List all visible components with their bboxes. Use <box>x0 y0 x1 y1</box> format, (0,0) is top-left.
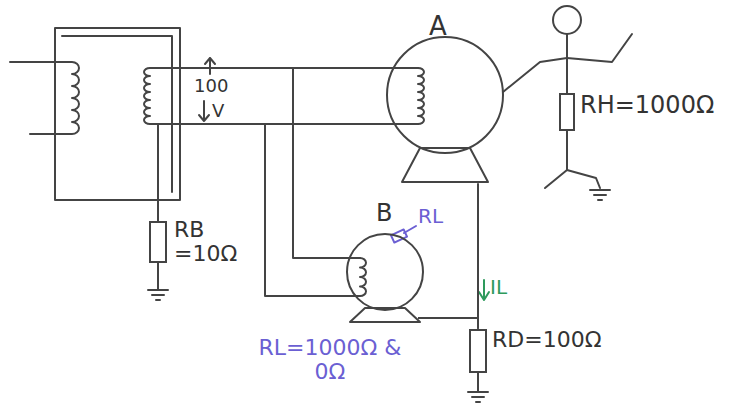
resistor-symbol <box>150 222 166 262</box>
current-name: IL <box>490 276 507 298</box>
figure-head <box>553 6 581 34</box>
wire <box>150 123 418 125</box>
resistor-name: RL <box>418 205 443 227</box>
resistor-symbol <box>470 330 486 372</box>
primary-coil <box>10 62 79 134</box>
wire <box>265 124 360 296</box>
figure-leg <box>545 170 567 188</box>
earth-resistor: RB =10Ω <box>148 218 253 269</box>
resistor-symbol <box>560 94 574 130</box>
figure-arm <box>503 58 567 92</box>
voltage-arrow <box>199 101 209 121</box>
motor-outline <box>385 12 510 184</box>
ground-symbol <box>590 190 610 200</box>
ground-symbols <box>148 190 610 402</box>
transformer-core <box>55 28 180 200</box>
current-arrow-line <box>483 280 485 298</box>
resistor-value: RB =10Ω <box>174 218 249 266</box>
figure-body <box>566 34 568 94</box>
current-arrow <box>479 280 489 300</box>
wire-connector <box>477 184 479 328</box>
ground-symbol <box>468 392 488 402</box>
motor-coil <box>418 68 424 124</box>
motor-coil <box>360 258 366 296</box>
wire <box>157 124 159 222</box>
figure-body <box>566 130 568 170</box>
leader-line <box>404 226 416 233</box>
secondary-coil <box>144 68 150 124</box>
wire-connector <box>440 318 478 328</box>
body-resistor: RH=1000Ω <box>558 92 719 134</box>
motor-base <box>350 308 420 322</box>
voltage-unit: V <box>212 101 224 121</box>
motor-base <box>402 148 488 182</box>
motor-housing <box>387 37 503 153</box>
resistor-value: RD=100Ω <box>492 328 601 352</box>
earth-resistor: RD=100Ω <box>468 328 608 376</box>
figure-leg <box>567 170 600 188</box>
wire <box>157 262 159 290</box>
resistor-value: RH=1000Ω <box>580 92 714 118</box>
motor-housing <box>347 234 423 310</box>
current-arrow-head <box>479 292 489 300</box>
wire <box>477 372 479 392</box>
voltage-arrow <box>205 58 215 74</box>
voltage-value: 100 <box>194 76 228 96</box>
motor-label: B <box>376 200 392 226</box>
motor-a: A <box>385 12 510 184</box>
motor-label: A <box>429 12 447 41</box>
wire <box>293 68 360 258</box>
figure-arm <box>567 34 632 62</box>
resistor-note: RL=1000Ω & 0Ω <box>250 336 410 384</box>
wire <box>150 67 418 69</box>
ground-symbol <box>148 290 168 300</box>
wire <box>418 317 440 319</box>
